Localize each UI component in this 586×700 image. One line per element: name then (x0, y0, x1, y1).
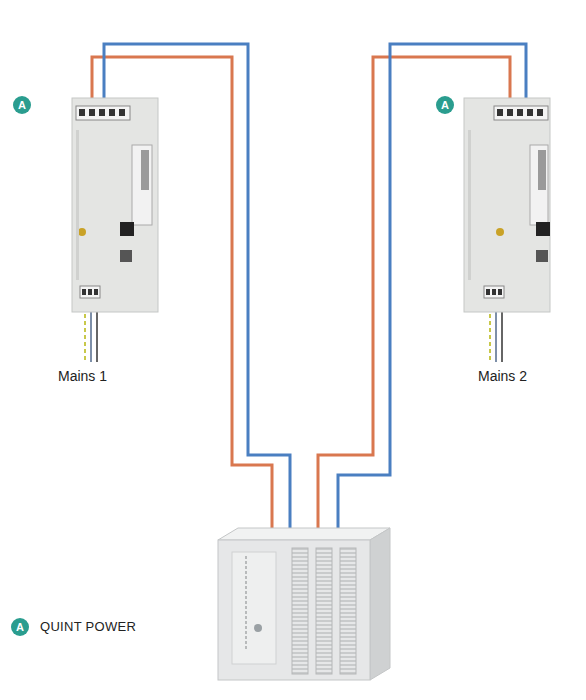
power-supply (464, 98, 550, 312)
mains-label: Mains 1 (58, 368, 107, 384)
callout-letter: A (11, 618, 29, 636)
power-supply (72, 98, 158, 312)
callout-letter: A (13, 96, 31, 114)
callout-letter: A (436, 96, 454, 114)
controller-rack (218, 528, 390, 680)
legend-text: QUINT POWER (40, 619, 136, 635)
mains-label: Mains 2 (478, 368, 527, 384)
